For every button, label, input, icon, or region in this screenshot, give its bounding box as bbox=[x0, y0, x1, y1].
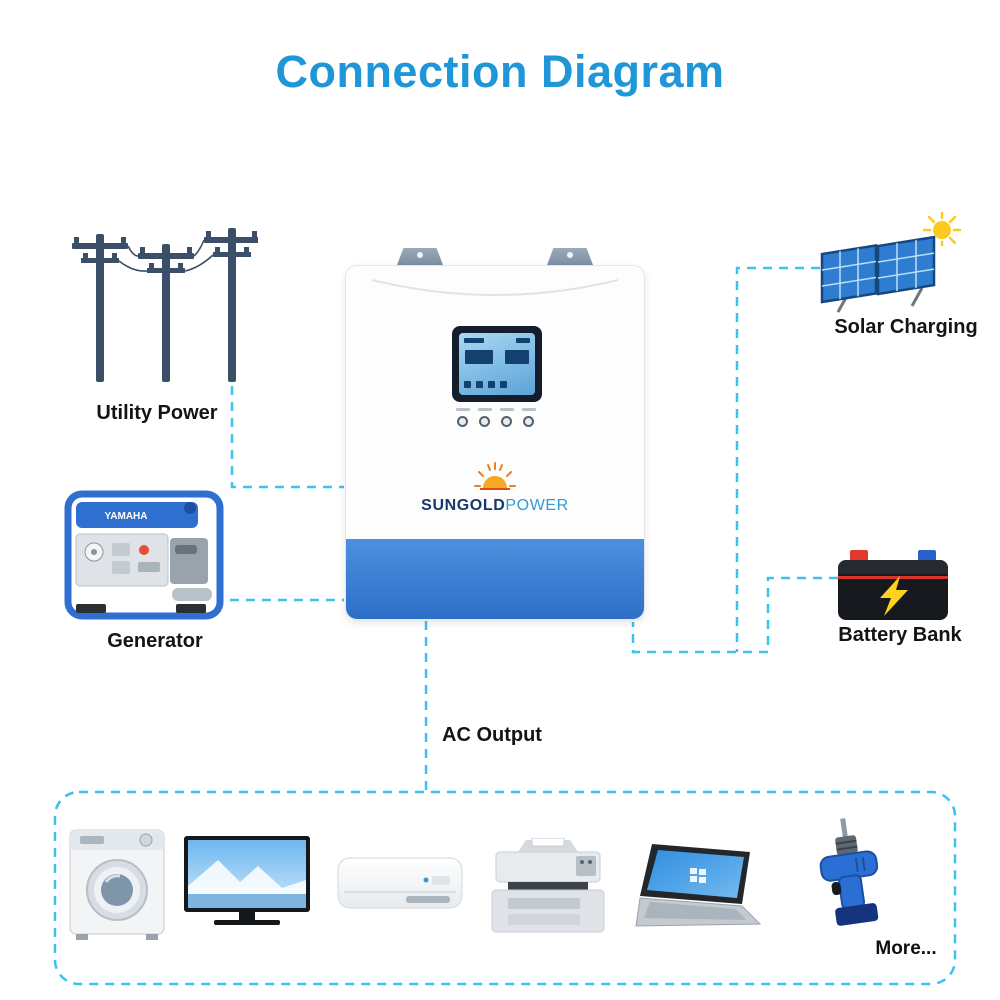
inverter-body: SUNGOLDPOWER bbox=[345, 265, 645, 620]
mounting-tab-left-icon bbox=[397, 248, 443, 265]
button-label bbox=[478, 408, 492, 411]
inverter-button bbox=[501, 416, 512, 427]
more-label: More... bbox=[875, 938, 937, 959]
inverter-top-arc bbox=[371, 279, 619, 296]
button-label bbox=[456, 408, 470, 411]
lightning-bolt-icon bbox=[880, 576, 908, 616]
generator-brand-text: YAMAHA bbox=[105, 511, 148, 522]
generator-label: Generator bbox=[107, 630, 203, 652]
connector-dc-bus bbox=[631, 622, 768, 654]
laptop-icon bbox=[635, 844, 762, 927]
lcd-screen bbox=[459, 333, 535, 395]
brand-logo: SUNGOLDPOWER bbox=[346, 462, 644, 515]
tv-icon bbox=[184, 836, 310, 925]
brand-text-light: POWER bbox=[505, 497, 569, 514]
inverter-button bbox=[523, 416, 534, 427]
inverter-button bbox=[479, 416, 490, 427]
sun-logo-icon bbox=[474, 462, 516, 490]
battery-bank-icon bbox=[838, 550, 948, 620]
washing-machine-icon bbox=[69, 829, 165, 940]
solar-charging-icon bbox=[820, 212, 962, 313]
ac-output-label: AC Output bbox=[442, 724, 542, 746]
button-label bbox=[500, 408, 514, 411]
utility-power-icon bbox=[72, 228, 258, 382]
page-title: Connection Diagram bbox=[275, 46, 725, 97]
inverter-button bbox=[457, 416, 468, 427]
solar-panel bbox=[876, 235, 936, 296]
printer-icon bbox=[491, 838, 605, 933]
power-wires bbox=[118, 239, 214, 272]
utility-power-label: Utility Power bbox=[96, 402, 218, 424]
inverter-unit: SUNGOLDPOWER bbox=[345, 248, 645, 620]
battery-bank-label: Battery Bank bbox=[838, 624, 962, 646]
solar-charging-label: Solar Charging bbox=[834, 316, 978, 338]
mounting-tab-right-icon bbox=[547, 248, 593, 265]
solar-panel bbox=[820, 243, 878, 304]
lcd-display bbox=[452, 326, 542, 402]
button-label bbox=[522, 408, 536, 411]
brand-text-bold: SUNGOLD bbox=[421, 497, 506, 514]
connector-utility bbox=[230, 386, 344, 489]
generator-icon: YAMAHA bbox=[64, 490, 224, 620]
air-conditioner-icon bbox=[337, 857, 463, 909]
inverter-blue-band bbox=[346, 539, 644, 619]
connector-solar bbox=[735, 266, 836, 652]
drill-icon bbox=[819, 818, 879, 926]
